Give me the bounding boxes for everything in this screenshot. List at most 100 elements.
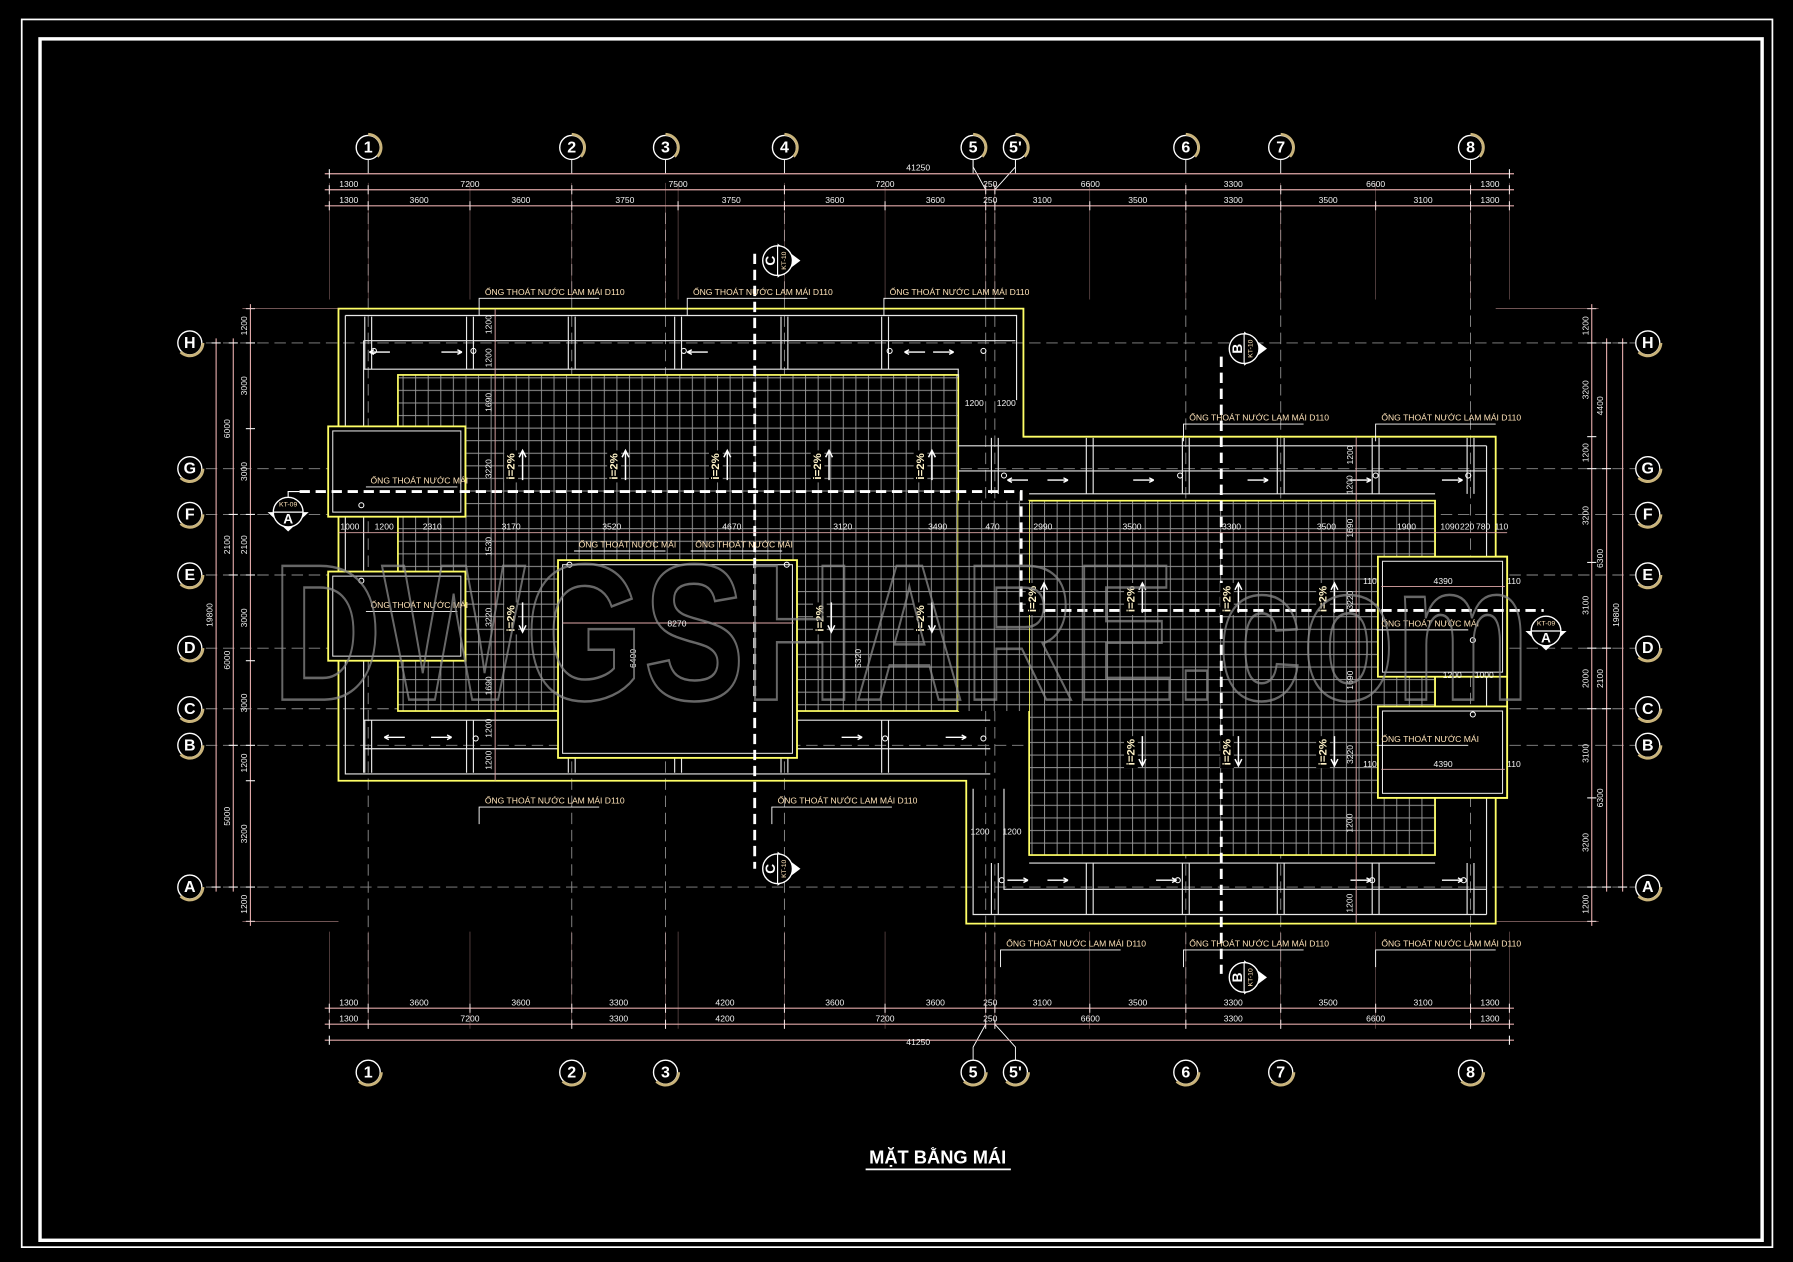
dimension-label: 3100 [1033, 997, 1052, 1007]
interior-dimension-label: 6400 [628, 649, 638, 668]
note-gutter-pipe: ỐNG THOÁT NƯỚC LAM MÁI D110 [1189, 412, 1329, 423]
dim-total-bottom [324, 1035, 1514, 1045]
drain-outlet-icon [886, 347, 893, 354]
drain-outlet-icon [980, 735, 987, 742]
interior-dimension-label: 110 [1363, 576, 1377, 586]
axis-bubble-label: 1 [364, 1064, 373, 1081]
arrow-up-icon [1039, 581, 1049, 613]
slope-indicator: i=2% [913, 602, 937, 635]
axis-bubble-top-2: 2 [559, 132, 586, 161]
gutter-divider [1085, 437, 1094, 915]
note-roof-drain: ỐNG THOÁT NƯỚC MÁI [370, 475, 468, 486]
axis-bubble-label: H [1642, 335, 1654, 352]
flow-arrow-icon [383, 734, 405, 741]
interior-dimension-label: 3220 [1345, 590, 1355, 609]
dimension-label: 3500 [1128, 997, 1147, 1007]
dim-chain-right-outer: 19800 [1611, 338, 1628, 892]
section-letter: A [1541, 630, 1551, 645]
axis-bubble-label: 1 [364, 140, 373, 157]
slope-indicator: i=2% [1316, 581, 1339, 615]
axis-bubble-arc [1460, 1072, 1486, 1087]
flow-arrow-icon [841, 734, 863, 741]
interior-dimension-label: 1690 [484, 676, 494, 695]
axis-bubble-label: C [184, 701, 196, 718]
dimension-label: 2100 [239, 535, 249, 554]
sheet-frame-inner [38, 37, 1764, 1242]
interior-dimension-label: 3220 [484, 459, 494, 478]
axis-bubble-arc [1005, 1072, 1031, 1087]
dimension-label: 1200 [1580, 443, 1590, 462]
note-leader [1000, 949, 1121, 968]
slope-label: i=2% [710, 453, 722, 479]
section-letter: B [1230, 344, 1245, 354]
axis-bubble-label: 6 [1181, 140, 1190, 157]
section-ref: KT-09 [1537, 621, 1555, 628]
axis-bubble-label: F [185, 506, 195, 523]
drain-outlet-icon [370, 347, 377, 354]
interior-dimension-label: 1200 [375, 521, 394, 531]
flow-arrow-icon [1156, 877, 1177, 884]
dimension-label: 3600 [926, 195, 945, 205]
dimension-label: 3200 [1580, 833, 1590, 852]
flow-arrow-icon [1007, 877, 1029, 884]
axis-bubble-top-5: 5 [960, 132, 988, 161]
axis-bubble-label: 7 [1276, 140, 1285, 157]
flow-arrow-icon [431, 734, 452, 741]
arrow-up-icon [1138, 581, 1147, 613]
arrow-up-icon [1234, 581, 1243, 613]
note-gutter-pipe: ỐNG THOÁT NƯỚC LAM MÁI D110 [890, 286, 1030, 297]
flow-arrow-icon [1441, 877, 1463, 884]
section-letter: C [763, 256, 778, 266]
roof-skylight-inner [1381, 560, 1504, 673]
note-gutter-pipe: ỐNG THOÁT NƯỚC LAM MÁI D110 [485, 795, 625, 806]
axis-bubble-label: G [184, 461, 196, 478]
interior-dimension-label: 2310 [423, 521, 442, 531]
dimension-label: 6600 [1081, 179, 1100, 189]
axis-bubble-arc [179, 745, 205, 760]
roof-skylight-box-4 [1376, 555, 1509, 678]
interior-dimension-label: 8270 [667, 618, 686, 628]
note-roof-drain: ỐNG THOÁT NƯỚC MÁI [579, 539, 677, 550]
slope-label: i=2% [506, 453, 518, 479]
drain-outlet-icon [1469, 637, 1476, 644]
roof-skylight-inner [332, 575, 462, 657]
gutter-divider [1466, 437, 1475, 915]
roof-skylight-box-2 [327, 570, 467, 662]
dimension-total-top: 41250 [906, 162, 930, 172]
axis-bubble-arc [179, 468, 205, 483]
slope-bg [1316, 582, 1330, 615]
axis-bubble-label: F [1643, 506, 1653, 523]
interior-dimension-label: 1200 [997, 398, 1016, 408]
dimension-label: 250 [983, 179, 998, 189]
arrow-down-icon [927, 602, 937, 634]
slope-label: i=2% [1317, 586, 1329, 612]
axis-bubble-label: 5 [969, 1064, 978, 1081]
axis-bubble-label: 3 [661, 140, 670, 157]
axis-bubble-arc [1280, 132, 1295, 158]
dimension-label: 3100 [1580, 596, 1590, 615]
note-gutter-pipe: ỐNG THOÁT NƯỚC LAM MÁI D110 [1006, 938, 1146, 949]
roof-geometry [299, 253, 1544, 974]
interior-dimension-label: 3220 [484, 608, 494, 627]
flow-arrow-icon [1350, 477, 1372, 484]
arrow-up-icon [621, 448, 630, 481]
slope-label: i=2% [1221, 586, 1233, 612]
axis-bubble-label: E [184, 567, 195, 584]
drain-outlet-icon [1465, 472, 1472, 479]
axis-bubble-label: E [1642, 567, 1653, 584]
slope-indicator: i=2% [1316, 736, 1339, 769]
dimension-label: 250 [983, 997, 998, 1007]
drain-outlet-icon [1469, 711, 1476, 718]
axis-bubble-arc [368, 132, 383, 158]
axis-bubble-label: B [184, 737, 196, 754]
interior-dimension-label: 3120 [833, 521, 852, 531]
slope-bg [913, 450, 928, 483]
roof-skylight-box-3 [557, 559, 798, 759]
slope-label: i=2% [1125, 586, 1137, 612]
slope-bg [1220, 736, 1234, 769]
drain-outlet-icon [1000, 472, 1008, 479]
interior-dimension-label: 1200 [1002, 826, 1021, 836]
slope-indicator: i=2% [1124, 581, 1147, 615]
